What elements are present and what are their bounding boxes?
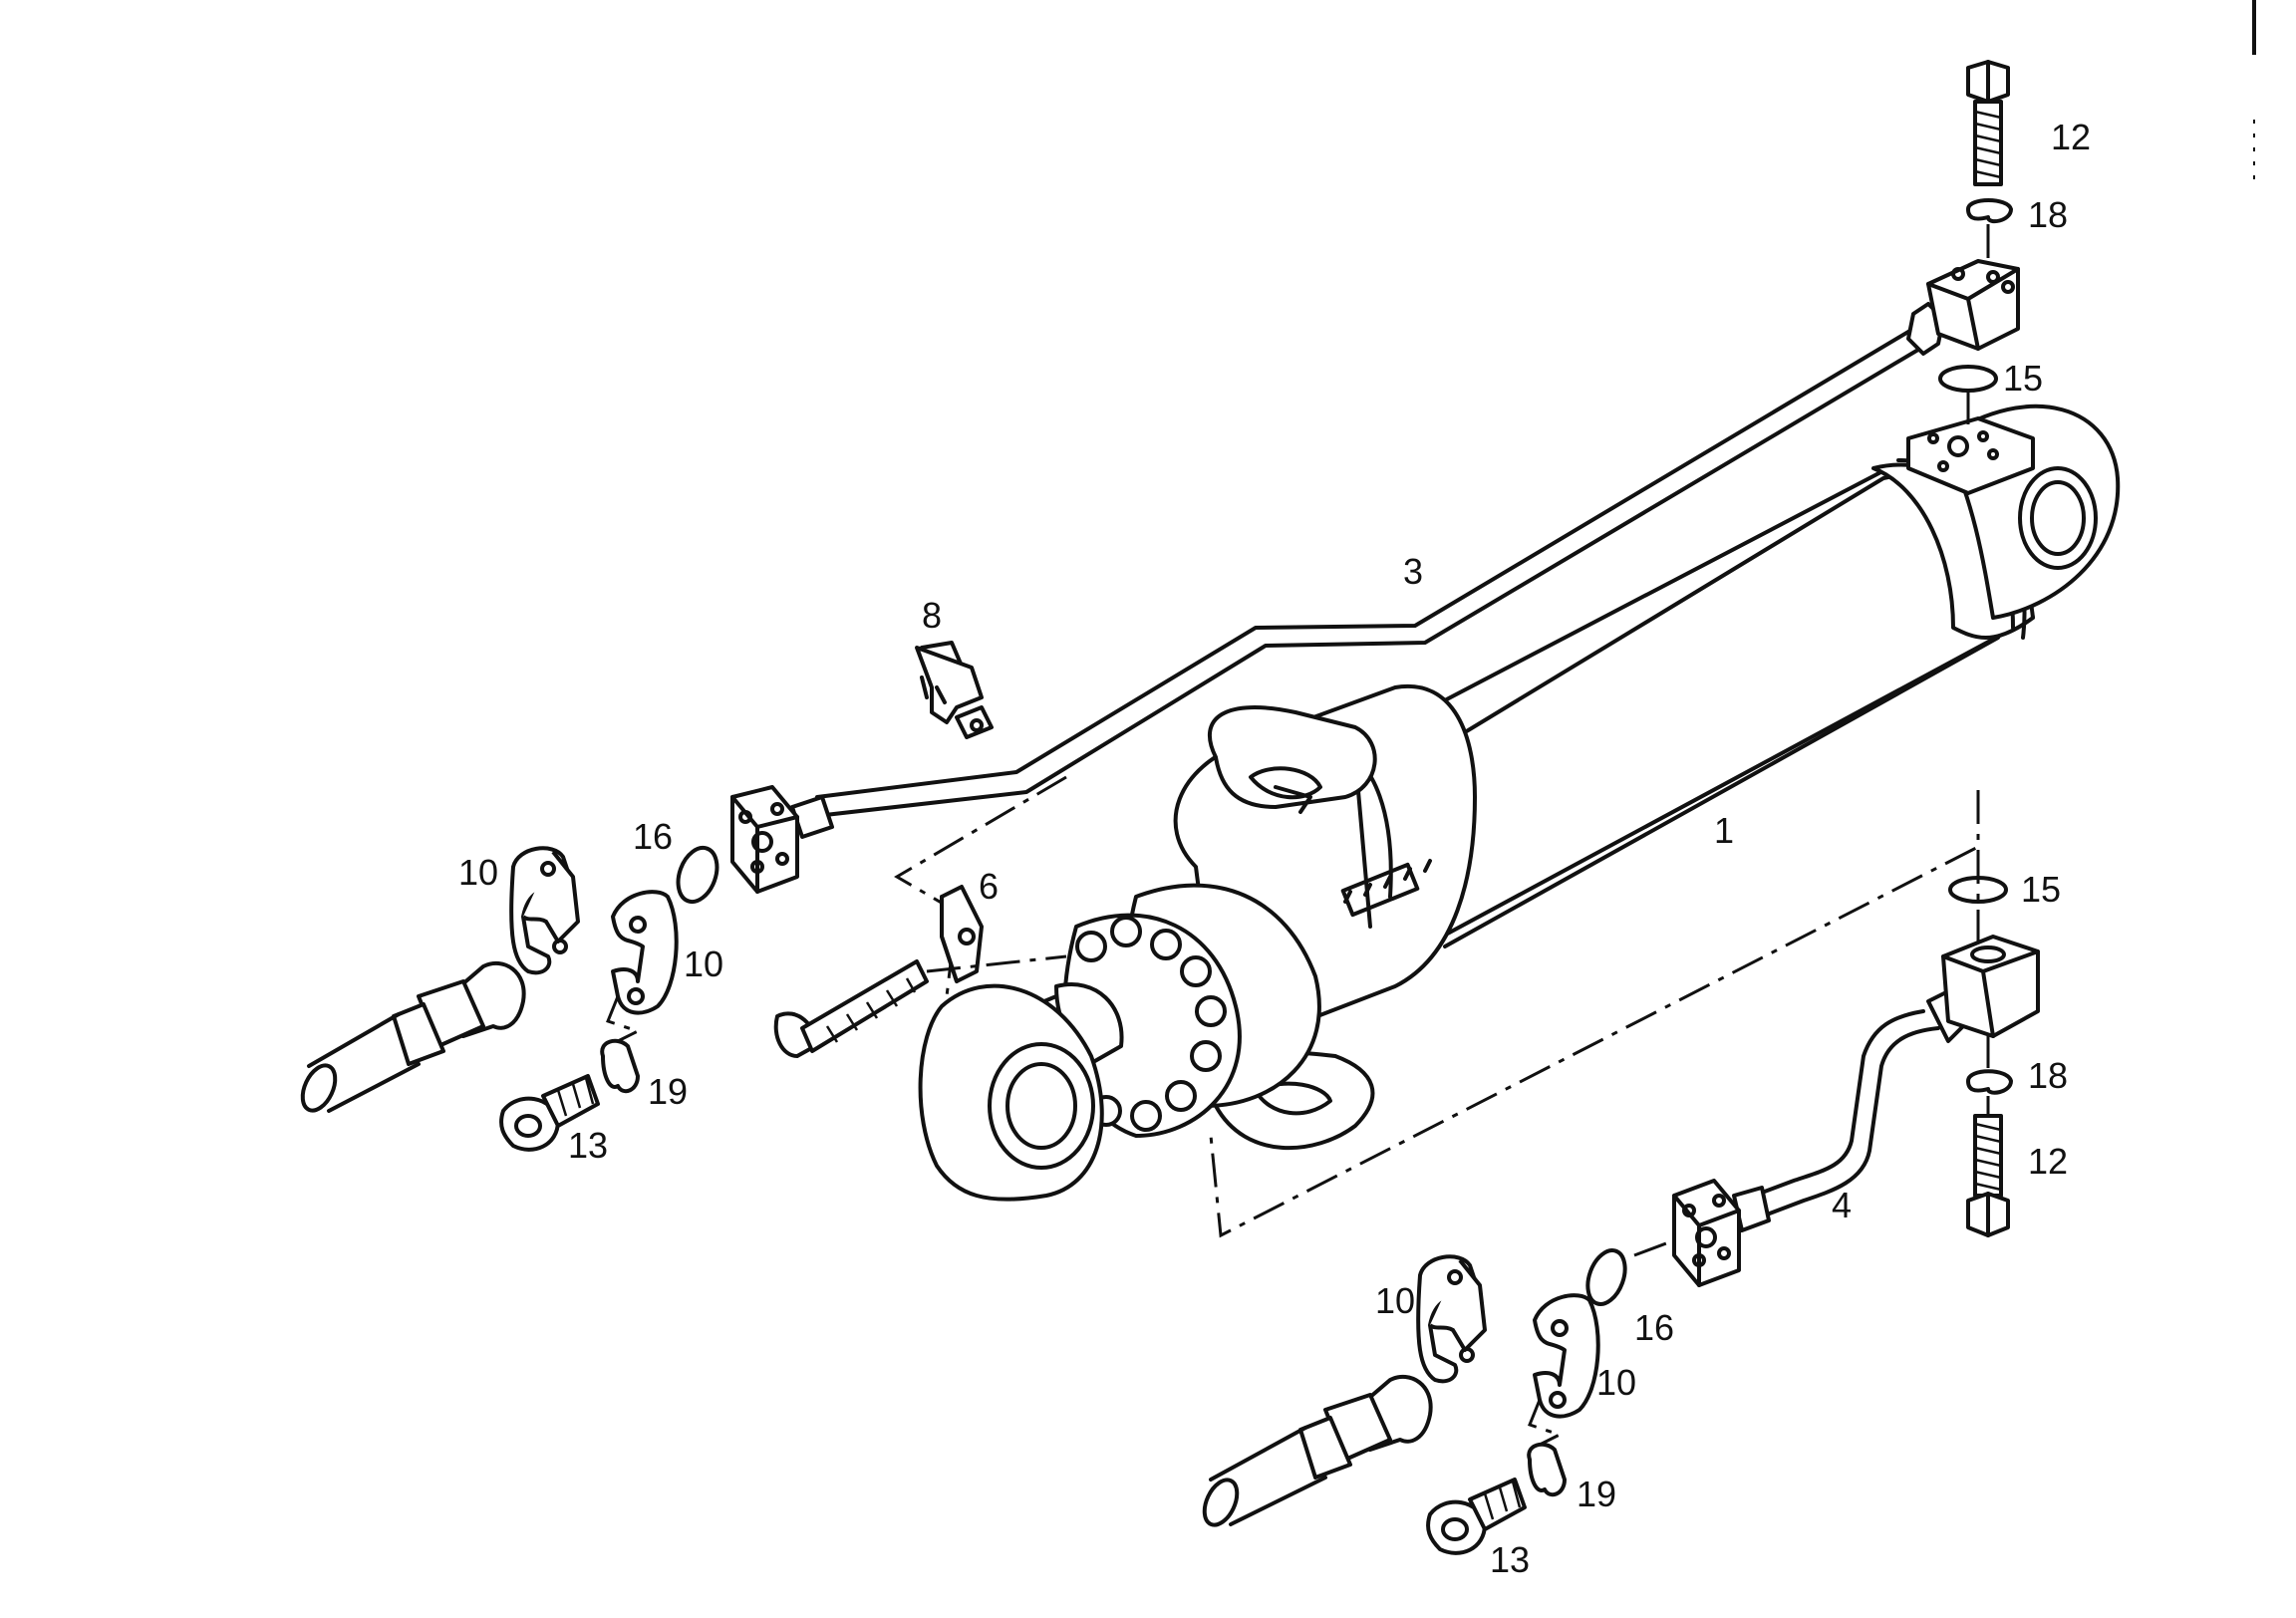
lower-flange-axis: [1633, 1238, 1675, 1257]
callout-13-lower: 13: [1490, 1539, 1530, 1580]
callout-16-left: 16: [633, 816, 673, 857]
callout-12-lower: 12: [2028, 1141, 2068, 1182]
upper-washer-18: [1966, 198, 2013, 224]
callout-18-upper: 18: [2028, 194, 2068, 235]
callout-10-left-a: 10: [458, 852, 498, 893]
left-lower-bracket: [606, 995, 642, 1043]
callout-8: 8: [922, 595, 942, 636]
callout-6: 6: [979, 866, 999, 907]
upper-elbow-port-block: [1906, 259, 2020, 356]
hydraulic-cylinder: [918, 404, 2121, 1202]
left-tube-flange: [730, 785, 834, 894]
callout-10-lower-b: 10: [1596, 1362, 1636, 1403]
callout-15-upper: 15: [2003, 358, 2043, 399]
upper-bolt-12: [1966, 60, 2010, 186]
upper-o-ring-15: [1938, 365, 1998, 393]
callout-10-left-b: 10: [684, 944, 723, 984]
callout-18-lower: 18: [2028, 1055, 2068, 1096]
callout-4: 4: [1832, 1185, 1852, 1225]
right-washer-19: [1527, 1442, 1567, 1497]
lower-elbow-port-block: [1926, 935, 2040, 1043]
left-screw-13: [499, 1074, 600, 1152]
half-flange-10-b: [611, 890, 679, 1015]
half-flange-10-a: [509, 846, 580, 975]
left-hose-fitting: [300, 960, 526, 1113]
left-washer-19: [600, 1038, 640, 1094]
hydraulic-tube-3: [815, 327, 1930, 817]
half-flange-10-c: [1416, 1254, 1487, 1384]
right-lower-bracket: [1528, 1399, 1564, 1447]
half-flange-10-d: [1533, 1293, 1600, 1419]
lower-o-ring-16: [1585, 1248, 1627, 1306]
callout-19-lower: 19: [1577, 1474, 1616, 1514]
callout-19-left: 19: [648, 1071, 688, 1112]
clip-8: [915, 641, 994, 739]
callout-12-upper: 12: [2051, 117, 2091, 157]
callout-16-lower: 16: [1634, 1307, 1674, 1348]
left-o-ring-16: [676, 845, 719, 905]
callout-10-lower-a: 10: [1375, 1280, 1415, 1321]
hydraulic-tube-4: [1752, 1009, 1940, 1219]
callout-15-lower: 15: [2021, 869, 2061, 910]
bracket-6: [940, 885, 984, 983]
lower-washer-18: [1966, 1069, 2013, 1095]
callout-13-left: 13: [568, 1125, 608, 1166]
lower-tube-flange: [1672, 1179, 1771, 1287]
callout-1: 1: [1714, 810, 1734, 851]
long-mounting-bolt: [773, 954, 1067, 1058]
right-screw-13: [1426, 1478, 1527, 1555]
lower-o-ring-15: [1948, 876, 2008, 904]
right-hose-fitting: [1202, 1374, 1433, 1527]
lower-bolt-12: [1966, 1114, 2010, 1237]
callout-3: 3: [1403, 551, 1423, 592]
